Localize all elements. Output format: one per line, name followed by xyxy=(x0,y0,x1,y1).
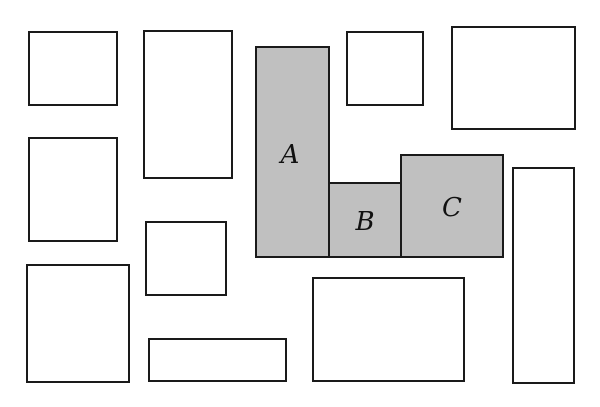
label-b: B xyxy=(355,207,375,237)
white-rectangle xyxy=(28,137,118,242)
white-rectangle xyxy=(451,26,576,130)
white-rectangle xyxy=(312,277,465,382)
label-a: A xyxy=(280,140,300,170)
white-rectangle xyxy=(512,167,575,384)
white-rectangle xyxy=(148,338,287,382)
white-rectangle xyxy=(145,221,227,296)
white-rectangle xyxy=(143,30,233,179)
shaded-block-b xyxy=(328,182,403,258)
label-c: C xyxy=(442,193,462,223)
white-rectangle xyxy=(26,264,130,383)
white-rectangle xyxy=(346,31,424,106)
shaded-block-a xyxy=(255,46,330,258)
shaded-block-c xyxy=(400,154,504,258)
white-rectangle xyxy=(28,31,118,106)
